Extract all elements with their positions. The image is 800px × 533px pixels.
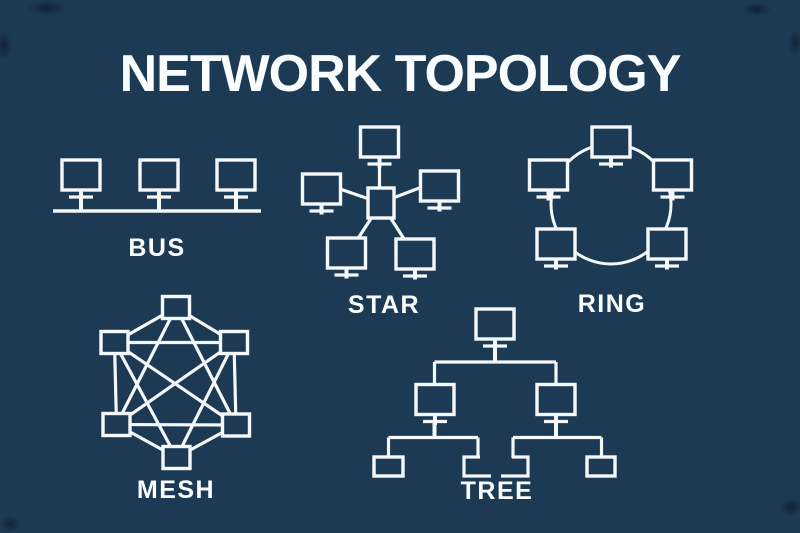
mesh-node xyxy=(218,329,250,356)
computer-icon xyxy=(414,382,456,427)
mesh-label: MESH xyxy=(136,476,216,504)
computer-icon xyxy=(138,158,180,203)
computer-icon xyxy=(651,158,694,203)
computer-icon xyxy=(418,169,461,214)
computer-icon xyxy=(394,237,436,282)
mesh-node xyxy=(160,294,192,321)
mesh-node xyxy=(101,411,132,438)
corner-smudge xyxy=(788,30,800,56)
corner-smudge xyxy=(742,2,772,16)
computer-icon xyxy=(300,172,343,217)
bus-label: BUS xyxy=(128,234,186,262)
ring-circle xyxy=(549,142,673,266)
bus-connectors xyxy=(53,199,261,213)
computer-icon xyxy=(527,158,570,203)
computer-icon xyxy=(590,125,632,170)
corner-smudge xyxy=(0,516,20,532)
ring-label: RING xyxy=(577,290,647,318)
page-title: NETWORK TOPOLOGY xyxy=(119,45,682,103)
corner-smudge xyxy=(0,32,12,60)
tree-label: TREE xyxy=(460,477,534,505)
mesh-node xyxy=(220,412,252,438)
computer-icon xyxy=(358,125,401,170)
corner-smudge xyxy=(26,0,68,16)
leaf-node-open-left xyxy=(501,455,530,478)
computer-icon xyxy=(535,382,577,427)
computer-icon xyxy=(474,307,516,352)
leaf-node-open-right xyxy=(462,455,491,478)
mesh-node xyxy=(99,329,130,356)
star-link-lines xyxy=(339,165,423,243)
computer-icon xyxy=(325,236,368,281)
mesh-node xyxy=(161,444,192,471)
computer-icon xyxy=(60,158,102,203)
mesh-edges xyxy=(112,306,238,459)
leaf-node xyxy=(372,455,405,478)
computer-icon xyxy=(215,158,257,203)
corner-smudge xyxy=(780,498,800,516)
hub-node xyxy=(366,186,396,220)
tree-leaf-nodes xyxy=(372,455,617,478)
star-label: STAR xyxy=(347,291,421,319)
mesh-nodes xyxy=(99,294,252,471)
computer-icon xyxy=(535,227,577,272)
leaf-node xyxy=(585,455,617,478)
tree-connectors xyxy=(386,344,604,458)
computer-icon xyxy=(646,227,688,272)
